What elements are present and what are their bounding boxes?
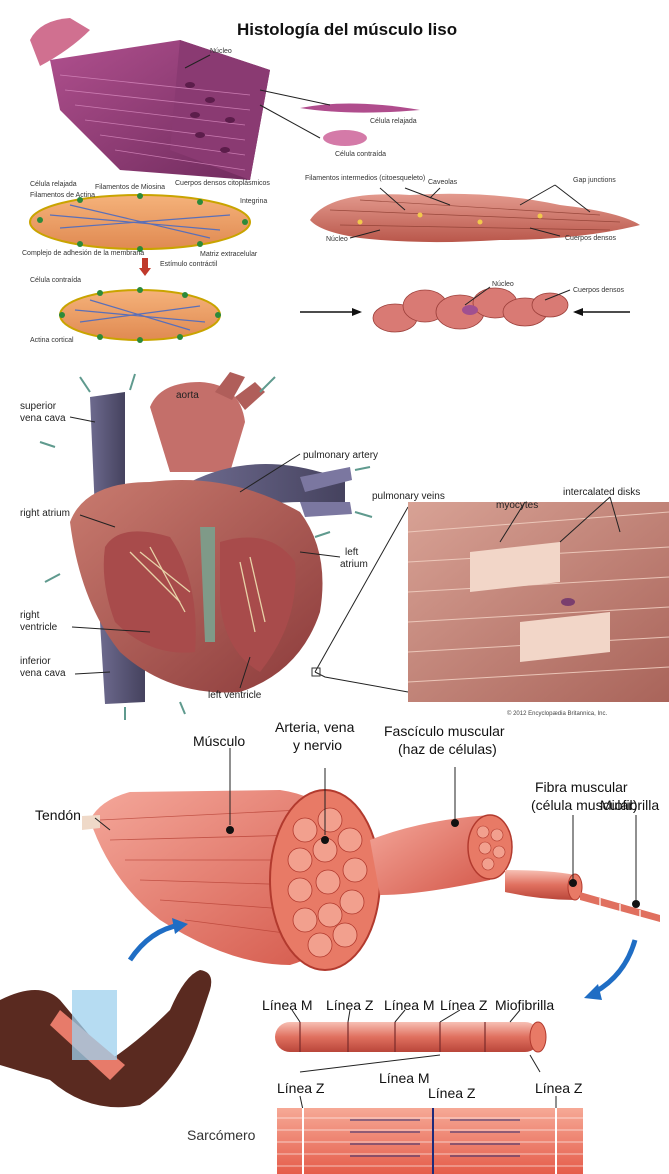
label-right-atrium: right atrium: [20, 508, 70, 519]
label-linea-z-left: Línea Z: [277, 1080, 325, 1096]
label-fibra-1: Fibra muscular: [535, 779, 628, 795]
label-nucleo-mid: Núcleo: [326, 236, 348, 243]
label-myocytes: myocytes: [496, 500, 538, 511]
label-left-atrium-2: atrium: [340, 559, 368, 570]
label-right-ventricle-2: ventricle: [20, 622, 58, 633]
label-left-atrium-1: left: [345, 547, 359, 558]
contracted-cell-shape: [323, 130, 367, 146]
label-contracted-cell: Célula contraída: [335, 151, 386, 158]
label-cel-contraida: Célula contraída: [30, 277, 81, 284]
arrow-blue-left: [130, 925, 180, 960]
label-right-ventricle-1: right: [20, 610, 40, 621]
label-fasciculo-2: (haz de células): [398, 741, 497, 757]
label-inferior-vena-cava-1: inferior: [20, 656, 51, 667]
label-nucleo-top: Núcleo: [210, 48, 232, 55]
label-actina-cortical: Actina cortical: [30, 337, 74, 344]
skeletal-muscle-figure: Músculo Arteria, vena y nervio Fascículo…: [0, 720, 669, 1174]
heart-panel: superior vena cava aorta pulmonary arter…: [0, 352, 669, 720]
label-linea-m-low: Línea M: [379, 1070, 430, 1086]
label-tendon: Tendón: [35, 807, 81, 823]
label-left-ventricle: left ventricle: [208, 690, 262, 701]
cross-section-plane: [72, 990, 117, 1060]
label-integrina: Integrina: [240, 198, 267, 205]
label-pulmonary-artery: pulmonary artery: [303, 450, 378, 461]
label-miofibrilla-top: Miofibrilla: [600, 797, 659, 813]
label-cuerpos-densos-mid: Cuerpos densos: [565, 235, 616, 242]
label-matriz: Matriz extracelular: [200, 251, 258, 258]
label-linea-z-2: Línea Z: [440, 997, 488, 1013]
heart-figure: superior vena cava aorta pulmonary arter…: [0, 352, 669, 720]
label-sarcomero: Sarcómero: [187, 1127, 256, 1143]
label-musculo: Músculo: [193, 733, 245, 749]
myocytes-magnified: [408, 502, 669, 702]
smooth-title: Histología del músculo liso: [237, 20, 457, 39]
credit-text: © 2012 Encyclopædia Britannica, Inc.: [507, 710, 607, 717]
label-pulmonary-veins: pulmonary veins: [372, 491, 445, 502]
label-linea-z-right: Línea Z: [535, 1080, 583, 1096]
label-estimulo: Estímulo contráctil: [160, 261, 218, 268]
label-linea-z-mid: Línea Z: [428, 1085, 476, 1101]
label-filamentos-intermedios: Filamentos intermedios (citoesqueleto): [305, 175, 425, 182]
label-linea-m-1: Línea M: [262, 997, 313, 1013]
label-complejo: Complejo de adhesión de la membrana: [22, 250, 144, 257]
label-linea-z-1: Línea Z: [326, 997, 374, 1013]
smooth-muscle-panel: Histología del músculo liso Núcleo Célul…: [0, 0, 669, 350]
label-aorta: aorta: [176, 390, 199, 401]
label-superior-vena-cava-1: superior: [20, 401, 57, 412]
label-inferior-vena-cava-2: vena cava: [20, 668, 66, 679]
label-nucleo-low: Núcleo: [492, 281, 514, 288]
label-cuerpos-densos-cito: Cuerpos densos citoplásmicos: [175, 180, 270, 187]
label-linea-m-2: Línea M: [384, 997, 435, 1013]
relaxed-cell-shape: [300, 103, 420, 112]
label-relaxed-cell: Célula relajada: [370, 118, 417, 125]
label-arteria-2: y nervio: [293, 737, 342, 753]
label-intercalated-disks: intercalated disks: [563, 487, 640, 498]
label-arteria-1: Arteria, vena: [275, 720, 355, 735]
label-filamentos-actina: Filamentos de Actina: [30, 192, 95, 199]
label-superior-vena-cava-2: vena cava: [20, 413, 66, 424]
label-filamento-miosina: Filamentos de Miosina: [95, 184, 165, 191]
label-gap: Gap junctions: [573, 177, 616, 184]
label-miofibrilla-mid: Miofibrilla: [495, 997, 554, 1013]
smooth-muscle-figure: Histología del músculo liso Núcleo Célul…: [0, 0, 669, 350]
skeletal-muscle-panel: Músculo Arteria, vena y nervio Fascículo…: [0, 720, 669, 1174]
myofibril-tube: [275, 1022, 540, 1052]
arrow-blue-right: [595, 940, 635, 992]
label-cuerpos-densos-low: Cuerpos densos: [573, 287, 624, 294]
label-fasciculo-1: Fascículo muscular: [384, 723, 505, 739]
label-caveolas: Caveolas: [428, 179, 458, 186]
muscle-fiber: [505, 870, 575, 900]
label-cel-relajada: Célula relajada: [30, 181, 77, 188]
